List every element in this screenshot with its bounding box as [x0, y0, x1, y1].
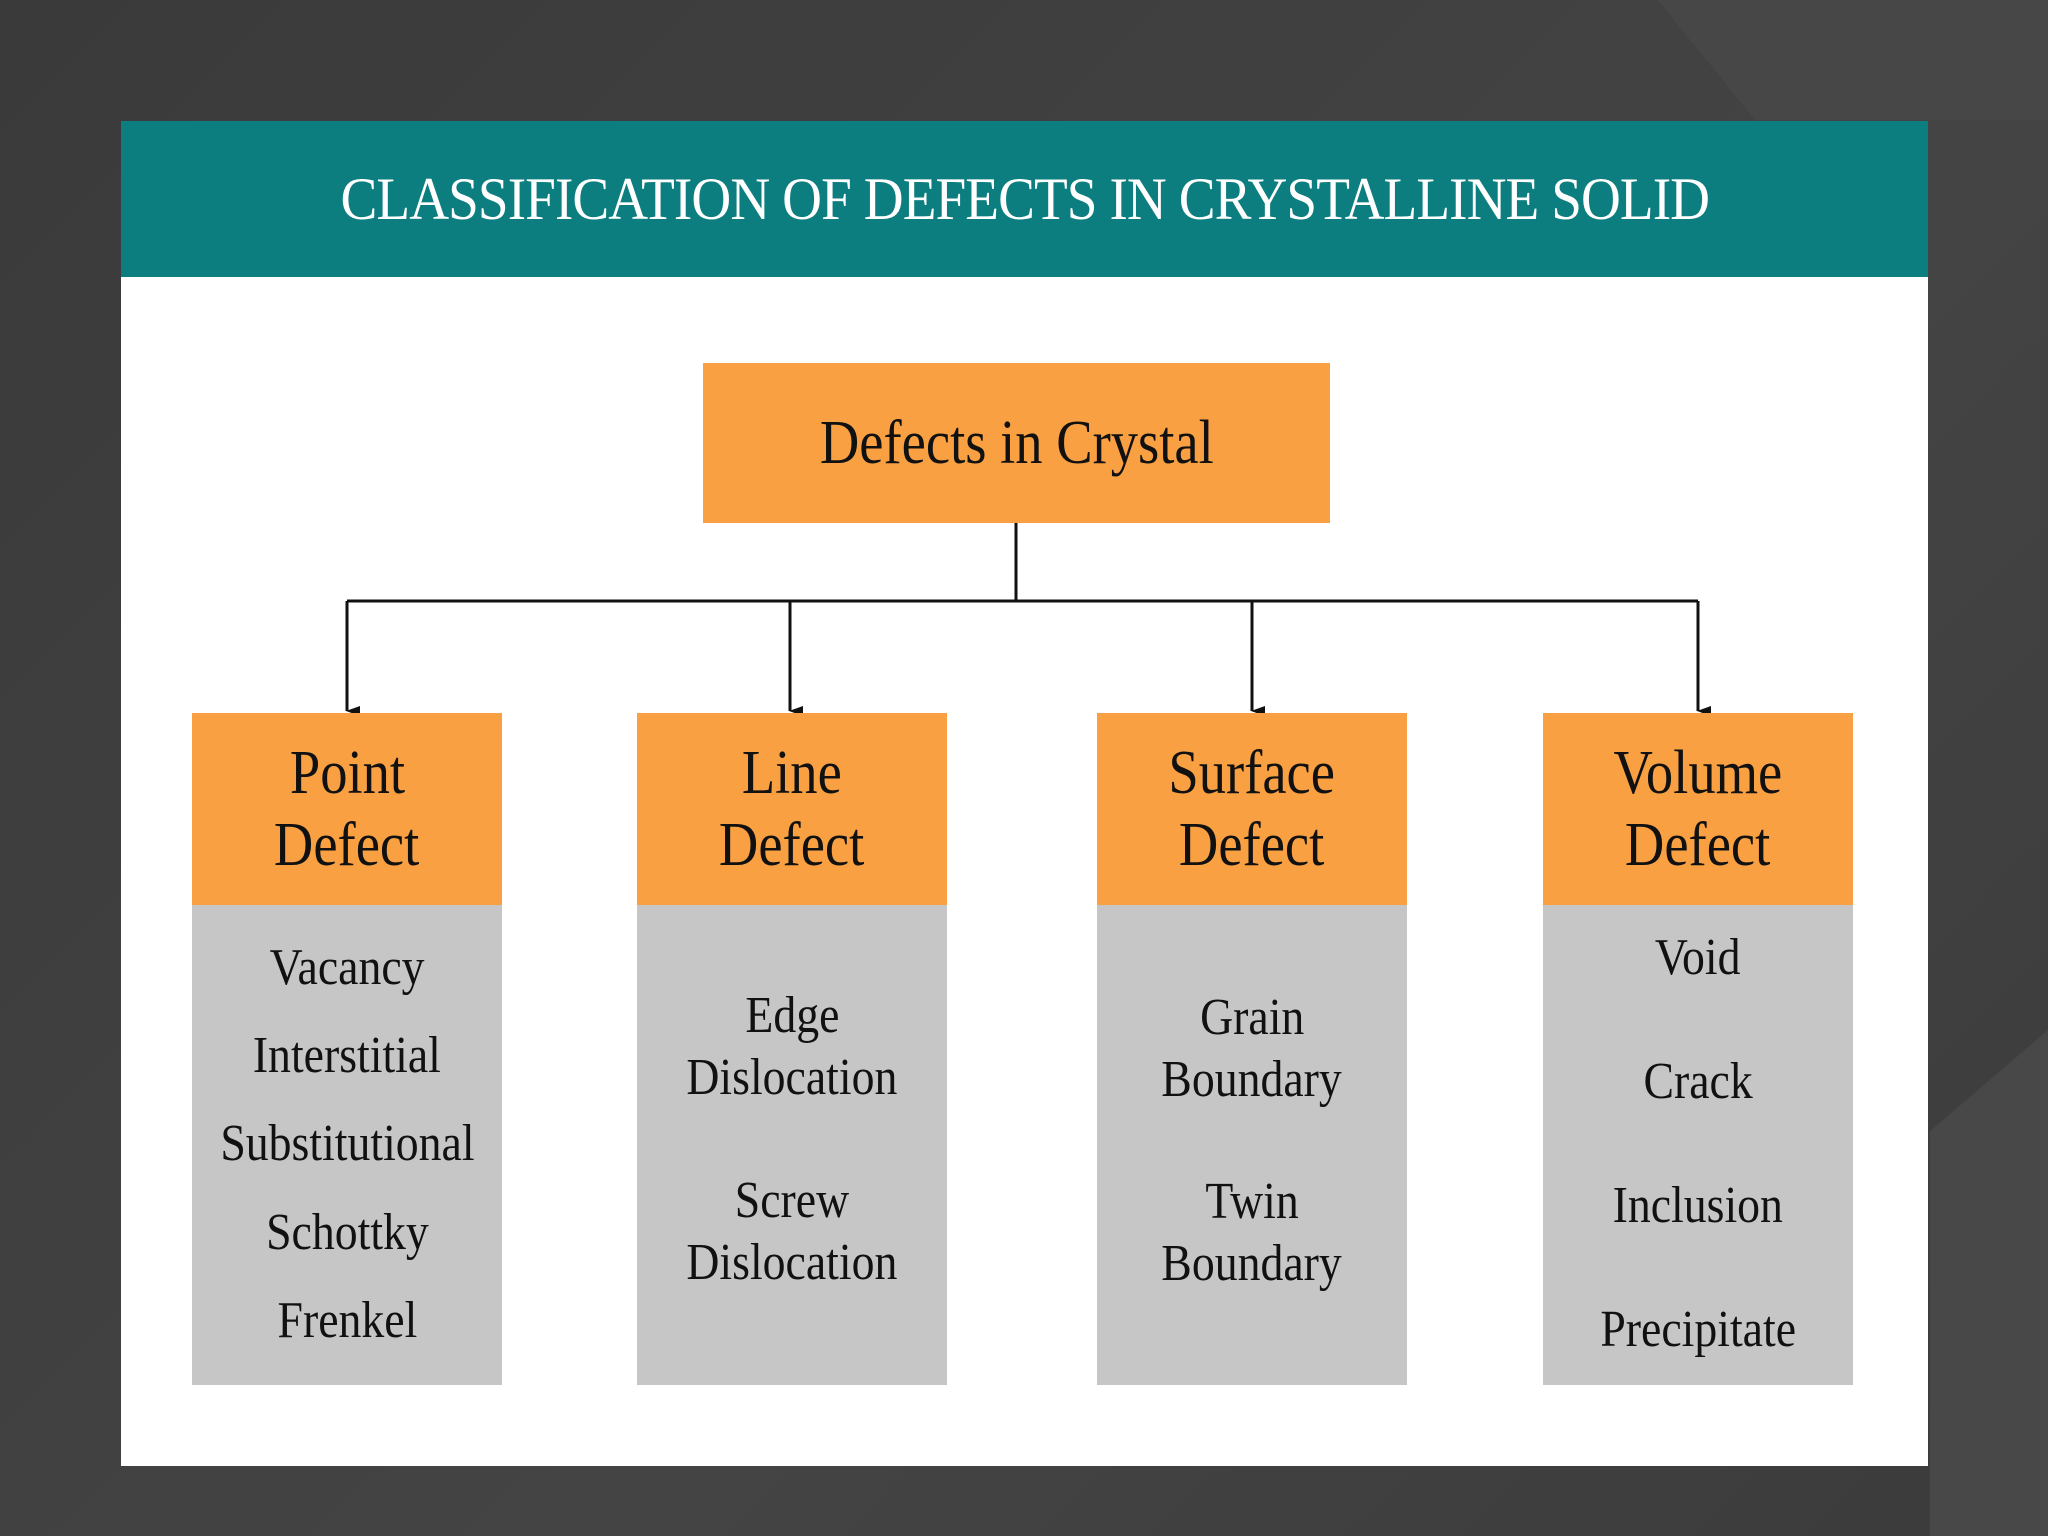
- category-items: Edge Dislocation Screw Dislocation: [637, 905, 947, 1385]
- category-point-defect: Point Defect Vacancy Interstitial Substi…: [192, 713, 502, 1385]
- defect-item: Dislocation: [686, 1234, 898, 1291]
- defect-item: Void: [1655, 929, 1741, 986]
- defect-item: Boundary: [1161, 1235, 1343, 1292]
- category-heading: Surface Defect: [1097, 713, 1407, 905]
- defect-item: Schottky: [265, 1204, 429, 1261]
- background-shape: [1930, 1030, 2048, 1536]
- defect-item: Frenkel: [277, 1292, 417, 1349]
- slide: CLASSIFICATION OF DEFECTS IN CRYSTALLINE…: [121, 121, 1928, 1466]
- defect-item: Boundary: [1161, 1051, 1343, 1108]
- root-node: Defects in Crystal: [703, 363, 1330, 523]
- defect-item: Twin: [1205, 1173, 1299, 1230]
- category-surface-defect: Surface Defect Grain Boundary Twin Bound…: [1097, 713, 1407, 1385]
- category-line-defect: Line Defect Edge Dislocation Screw Dislo…: [637, 713, 947, 1385]
- category-heading-line: Point: [289, 739, 405, 807]
- defect-item: Crack: [1643, 1053, 1753, 1110]
- defect-item: Screw: [734, 1172, 850, 1229]
- defect-item: Inclusion: [1612, 1177, 1784, 1234]
- category-heading-line: Defect: [274, 811, 420, 879]
- defect-item: Precipitate: [1600, 1301, 1796, 1358]
- category-heading-line: Line: [742, 739, 842, 807]
- defect-item: Edge: [744, 987, 840, 1044]
- background-shape: [1657, 0, 2048, 120]
- category-volume-defect: Volume Defect Void Crack Inclusion Preci…: [1543, 713, 1853, 1385]
- category-items: Void Crack Inclusion Precipitate: [1543, 905, 1853, 1385]
- defect-item: Vacancy: [269, 939, 425, 996]
- category-heading-line: Defect: [1625, 811, 1771, 879]
- defect-item: Grain: [1199, 989, 1305, 1046]
- category-heading: Volume Defect: [1543, 713, 1853, 905]
- category-heading-line: Defect: [1179, 811, 1325, 879]
- defect-item: Interstitial: [252, 1027, 442, 1084]
- defect-item: Dislocation: [686, 1049, 898, 1106]
- category-heading-line: Surface: [1168, 739, 1336, 807]
- category-heading: Line Defect: [637, 713, 947, 905]
- slide-title: CLASSIFICATION OF DEFECTS IN CRYSTALLINE…: [340, 165, 1710, 232]
- root-node-label: Defects in Crystal: [819, 408, 1214, 477]
- category-items: Grain Boundary Twin Boundary: [1097, 905, 1407, 1385]
- category-heading-line: Defect: [719, 811, 865, 879]
- category-items: Vacancy Interstitial Substitutional Scho…: [192, 905, 502, 1385]
- title-band: CLASSIFICATION OF DEFECTS IN CRYSTALLINE…: [121, 121, 1928, 277]
- category-heading-line: Volume: [1613, 739, 1783, 807]
- category-heading: Point Defect: [192, 713, 502, 905]
- defect-item: Substitutional: [219, 1115, 475, 1172]
